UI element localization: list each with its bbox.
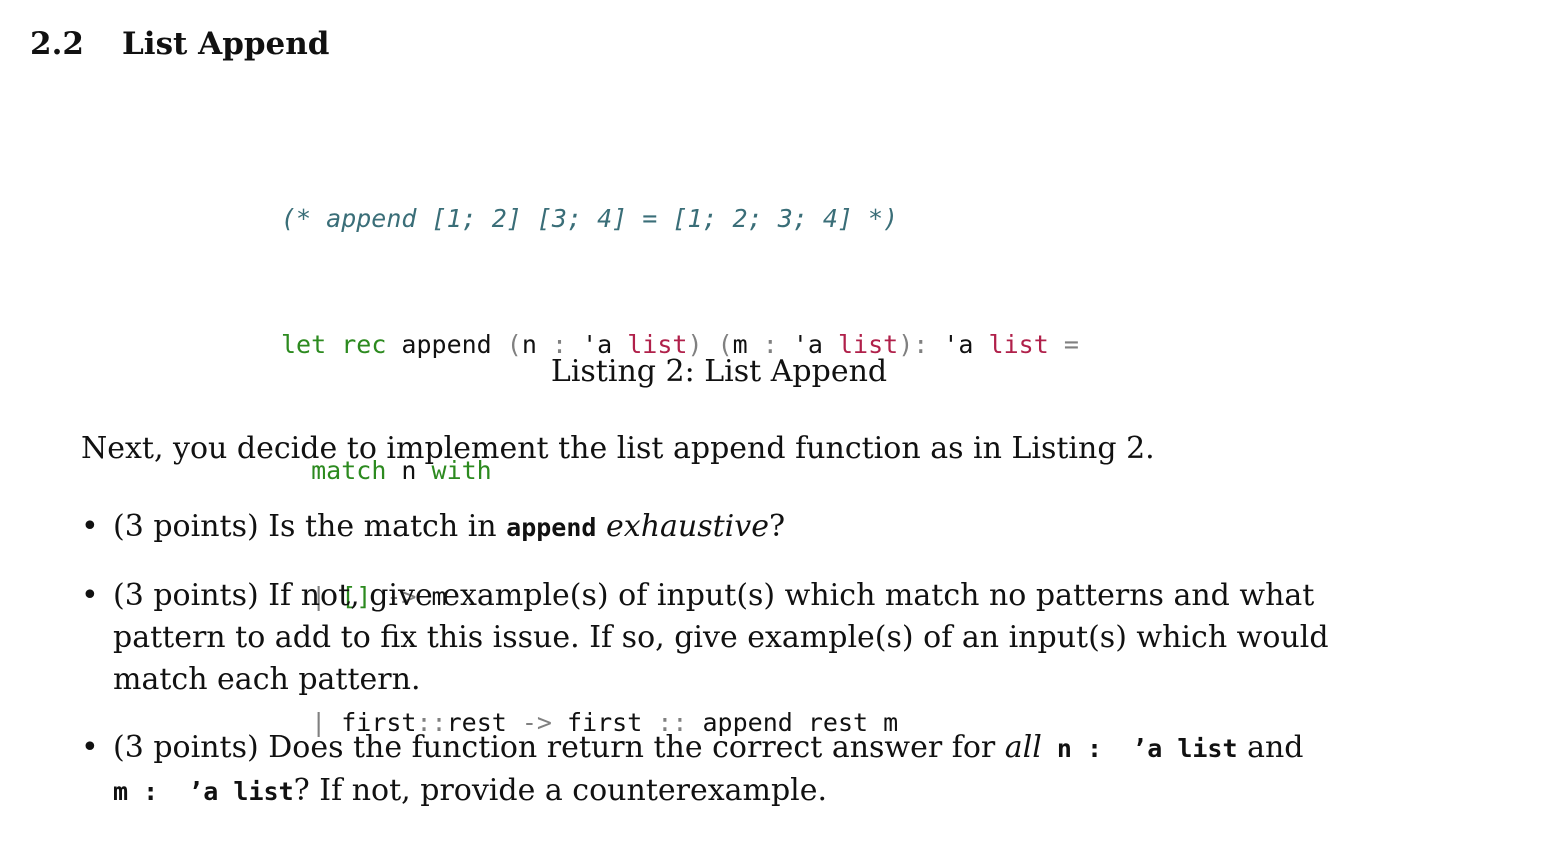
section-heading: 2.2 List Append (30, 22, 329, 66)
emph-exhaustive: exhaustive (606, 509, 769, 544)
colon-1: : (536, 330, 583, 359)
pattern-first: first (326, 708, 417, 737)
paren-close-1: ) (687, 330, 703, 359)
keyword-let: let (281, 330, 327, 359)
expr-append-call: append rest m (687, 708, 899, 737)
type-var-1: 'a (582, 330, 628, 359)
section-title: List Append (122, 26, 330, 62)
bullet-item-3: • (3 points) Does the function return th… (81, 727, 1421, 813)
keyword-with: with (431, 456, 492, 485)
code-line-2: let rec append (n : 'a list) (m : 'a lis… (281, 324, 1079, 366)
code-line-1: (* append [1; 2] [3; 4] = [1; 2; 3; 4] *… (281, 198, 1079, 240)
listing-caption: Listing 2: List Append (550, 354, 888, 389)
paren-close-2: ): (898, 330, 929, 359)
code-n-type: n : ’a list (1041, 734, 1238, 763)
arrow-2: -> (506, 708, 552, 737)
empty-list-pattern: [] (326, 582, 372, 611)
bullet-mark: • (81, 730, 99, 765)
bullet-item-1: • (3 points) Is the match in append exha… (81, 506, 1421, 549)
bullet-text-1: (3 points) Is the match in append exhaus… (113, 506, 1421, 549)
code-comment: (* append [1; 2] [3; 4] = [1; 2; 3; 4] *… (281, 204, 899, 233)
pattern-bar-2: | (311, 708, 327, 737)
type-list-1: list (627, 330, 688, 359)
paren-open-2: ( (702, 330, 733, 359)
bullet-mark: • (81, 578, 99, 613)
type-var-3: 'a (928, 330, 989, 359)
emph-all: all (1004, 730, 1042, 765)
bullet-3-mid: and (1237, 730, 1304, 765)
result-m: m (416, 582, 447, 611)
bullet-text-2: (3 points) If not, give example(s) of in… (113, 578, 1329, 697)
cons-op-2: :: (642, 708, 688, 737)
cons-op-1: :: (416, 708, 447, 737)
code-append: append (506, 513, 597, 542)
type-list-3: list (988, 330, 1049, 359)
param-n: n (521, 330, 537, 359)
function-name: append (386, 330, 507, 359)
code-line-3: match n with (281, 450, 1079, 492)
type-var-2: 'a (792, 330, 838, 359)
section-number: 2.2 (30, 26, 84, 62)
bullet-3-pre: (3 points) Does the function return the … (113, 730, 1005, 765)
code-m-type: m : ’a list (113, 777, 294, 806)
keyword-rec: rec (341, 330, 387, 359)
expr-first: first (551, 708, 643, 737)
keyword-match: match (311, 456, 387, 485)
param-m: m (732, 330, 748, 359)
paren-open-1: ( (506, 330, 522, 359)
bullet-3-post: ? If not, provide a counterexample. (293, 773, 828, 808)
arrow-1: -> (371, 582, 417, 611)
type-list-2: list (838, 330, 899, 359)
bullet-mark: • (81, 509, 99, 544)
code-line-5: | first::rest -> first :: append rest m (281, 702, 1079, 744)
pattern-rest: rest (446, 708, 507, 737)
code-line-4: | [] -> m (281, 576, 1079, 618)
intro-paragraph: Next, you decide to implement the list a… (81, 431, 1155, 466)
colon-2: : (747, 330, 793, 359)
equals-sign: = (1048, 330, 1079, 359)
bullet-text-3: (3 points) Does the function return the … (113, 727, 1421, 813)
bullet-1-space (596, 509, 606, 544)
bullet-1-post: ? (768, 509, 786, 544)
code-listing: (* append [1; 2] [3; 4] = [1; 2; 3; 4] *… (281, 114, 1079, 786)
bullet-item-2: • (3 points) If not, give example(s) of … (81, 575, 1421, 701)
bullet-1-pre: (3 points) Is the match in (113, 509, 507, 544)
pattern-bar-1: | (311, 582, 327, 611)
match-var: n (386, 456, 432, 485)
